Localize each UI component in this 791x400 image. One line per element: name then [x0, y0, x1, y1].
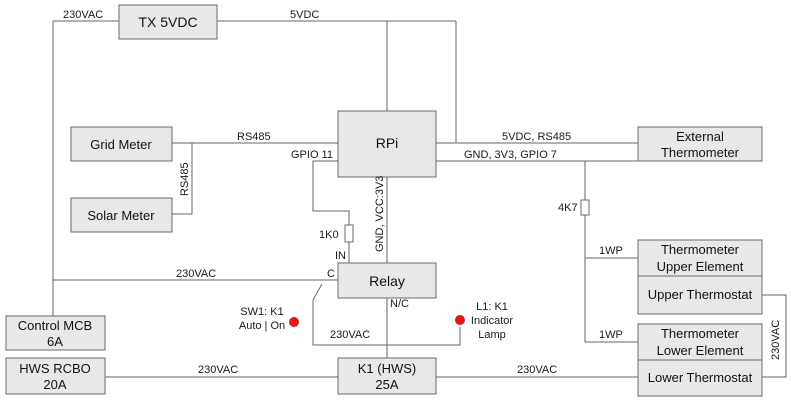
thermometer-upper-element: Thermometer Upper Element: [637, 239, 763, 277]
external-thermometer-label-line1: External: [676, 129, 724, 144]
label-230vac-relay: 230VAC: [176, 268, 216, 280]
label-relay-in: IN: [335, 250, 346, 262]
wire-labels: 230VAC 5VDC RS485 RS485 GPIO 11 5VDC, RS…: [63, 9, 782, 376]
label-230vac-k1-thermostat: 230VAC: [517, 364, 557, 376]
label-230vac-sw-loop: 230VAC: [330, 329, 370, 341]
relay: Relay: [337, 262, 437, 299]
solar-meter-label: Solar Meter: [87, 208, 155, 223]
thermometer-lower-label-line1: Thermometer: [661, 326, 740, 341]
rpi-label: RPi: [376, 135, 399, 151]
label-1k0: 1K0: [319, 229, 339, 241]
upper-thermostat: Upper Thermostat: [637, 275, 763, 315]
lower-thermostat: Lower Thermostat: [637, 359, 763, 397]
thermometer-lower-label-line2: Lower Element: [657, 343, 744, 358]
l1-indicator-dot: [455, 315, 465, 325]
wires: [52, 20, 787, 378]
rpi: RPi: [337, 110, 437, 178]
label-relay-c: C: [327, 268, 335, 280]
upper-thermostat-label: Upper Thermostat: [648, 287, 753, 302]
k1-hws: K1 (HWS) 25A: [337, 357, 437, 395]
label-4k7: 4K7: [558, 202, 578, 214]
control-mcb: Control MCB 6A: [5, 315, 106, 351]
k1-label-line2: 25A: [375, 377, 398, 392]
hws-rcbo-label-line1: HWS RCBO: [19, 361, 91, 376]
label-relay-supply: GND, VCC:3V3: [374, 176, 386, 252]
label-sw1-line1: SW1: K1: [240, 306, 283, 318]
tx-5vdc-label: TX 5VDC: [138, 14, 197, 30]
relay-label: Relay: [369, 273, 405, 289]
label-l1-line2: Indicator: [471, 315, 514, 327]
label-l1-line1: L1: K1: [476, 301, 508, 313]
wire-gpio7-to-4k7: [560, 160, 586, 258]
thermometer-upper-label-line1: Thermometer: [661, 242, 740, 257]
wire-sw-contact: [312, 283, 323, 301]
label-5vdc-top: 5VDC: [290, 9, 319, 21]
external-thermometer: External Thermometer: [637, 126, 763, 162]
lower-thermostat-label: Lower Thermostat: [648, 370, 753, 385]
label-rs485-grid: RS485: [237, 131, 271, 143]
external-thermometer-label-line2: Thermometer: [661, 145, 740, 160]
label-gpio11: GPIO 11: [291, 149, 333, 161]
label-relay-nc: N/C: [390, 298, 409, 310]
control-mcb-label-line1: Control MCB: [18, 318, 92, 333]
label-230vac-rcbo-k1: 230VAC: [198, 364, 238, 376]
hws-rcbo-label-line2: 20A: [43, 377, 66, 392]
label-1wp-upper: 1WP: [599, 245, 623, 257]
label-1wp-lower: 1WP: [599, 329, 623, 341]
label-rs485-vertical: RS485: [179, 162, 191, 196]
grid-meter-label: Grid Meter: [90, 137, 152, 152]
wire-sw-loop: [312, 300, 461, 346]
grid-meter: Grid Meter: [70, 126, 173, 162]
sw1-indicator-dot: [289, 317, 299, 327]
label-l1-line3: Lamp: [478, 329, 506, 341]
label-gnd-3v3-gpio7: GND, 3V3, GPIO 7: [464, 149, 557, 161]
label-230vac-top: 230VAC: [63, 9, 103, 21]
tx-5vdc: TX 5VDC: [118, 4, 218, 40]
thermometer-upper-label-line2: Upper Element: [657, 259, 744, 274]
wire-230vac-thermostats: [762, 294, 787, 378]
label-230vac-thermostats: 230VAC: [770, 320, 782, 360]
control-mcb-label-line2: 6A: [47, 334, 63, 349]
resistor-4k7: [580, 199, 590, 216]
hws-rcbo: HWS RCBO 20A: [5, 357, 106, 395]
label-sw1-line2: Auto | On: [239, 320, 285, 332]
k1-label-line1: K1 (HWS): [358, 361, 417, 376]
thermometer-lower-element: Thermometer Lower Element: [637, 323, 763, 361]
label-5vdc-rs485: 5VDC, RS485: [502, 131, 571, 143]
solar-meter: Solar Meter: [70, 197, 173, 233]
resistor-1k0: [344, 224, 354, 243]
